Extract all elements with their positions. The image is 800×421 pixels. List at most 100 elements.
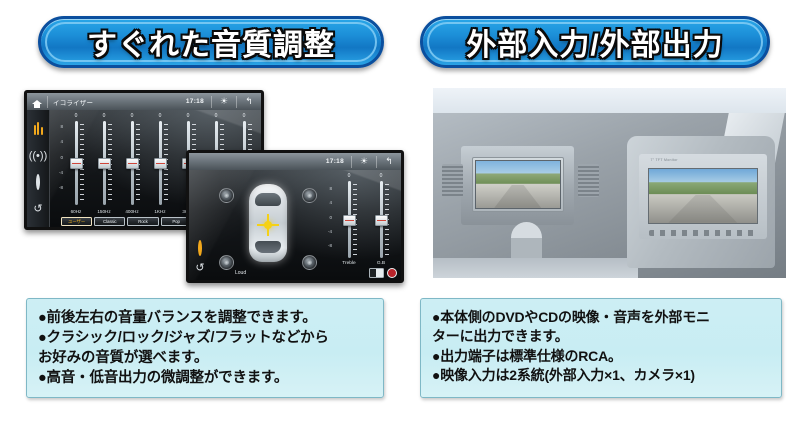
frequency-label: 1KHz [154, 209, 166, 214]
back-icon[interactable]: ↰ [245, 96, 253, 106]
band-thumb[interactable] [69, 157, 83, 169]
power-indicator-icon[interactable] [387, 267, 397, 278]
road-scene [668, 194, 738, 223]
band-value: 0 [242, 113, 246, 119]
band-thumb[interactable] [125, 157, 139, 169]
band-track[interactable] [153, 121, 168, 205]
clock-display: 17:18 [185, 98, 204, 105]
balance-sidebar: ↺ [189, 170, 211, 280]
axis-tick: 8 [329, 186, 332, 191]
equalizer-band[interactable]: 0 [63, 114, 89, 205]
front-seat [433, 258, 638, 278]
tone-thumb[interactable] [374, 214, 388, 226]
tone-slider[interactable]: 0 [367, 174, 395, 258]
speaker-front-left-icon[interactable] [219, 188, 234, 203]
balance-target-icon[interactable] [36, 174, 40, 191]
band-value: 0 [74, 113, 78, 119]
equalizer-topbar: イコライザー 17:18 ☀ ↰ [27, 93, 261, 110]
tone-value: 0 [347, 173, 351, 179]
axis-tick: 0 [329, 214, 332, 220]
headrest-monitor-bezel: 7" TFT Monitor [639, 154, 767, 239]
band-track[interactable] [97, 121, 112, 205]
topbar-divider [351, 155, 352, 168]
air-vent-right [577, 163, 599, 197]
axis-tick: -4 [327, 228, 332, 234]
topbar-divider [211, 95, 212, 108]
equalizer-title: イコライザー [53, 99, 94, 107]
band-thumb[interactable] [153, 157, 167, 169]
in-dash-dvd-unit [471, 157, 564, 212]
equalizer-sidebar: ((•)) ↺ [27, 110, 50, 227]
balance-content: 8 4 0 -4 -8 0 0 [211, 170, 401, 280]
band-value: 0 [158, 113, 162, 119]
band-track[interactable] [125, 121, 140, 205]
headrest-monitor-screen [647, 167, 758, 224]
equalizer-band[interactable]: 0 [147, 114, 173, 205]
loudness-toggle[interactable] [369, 267, 384, 278]
balance-target-icon[interactable] [198, 240, 202, 256]
feature-list-sound: ●前後左右の音量バランスを調整できます。 ●クラシック/ロック/ジャズ/フラット… [38, 310, 329, 386]
topbar-divider [47, 95, 48, 108]
band-value: 0 [130, 113, 134, 119]
band-value: 0 [214, 113, 218, 119]
axis-tick: -8 [58, 185, 63, 190]
headrest-monitor-label: 7" TFT Monitor [650, 157, 678, 162]
brightness-icon[interactable]: ☀ [219, 96, 229, 106]
preset-classic[interactable]: Classic [94, 217, 126, 226]
tone-axis: 8 4 0 -4 -8 [321, 174, 333, 258]
frequency-label: 150Hz [97, 209, 111, 214]
axis-tick: 4 [329, 200, 332, 206]
feature-panel-io: ●本体側のDVDやCDの映像・音声を外部モニ ターに出力できます。 ●出力端子は… [420, 298, 782, 398]
balance-screen: 17:18 ☀ ↰ ↺ [186, 150, 404, 283]
banner-external-io: 外部入力/外部出力 [420, 16, 770, 68]
axis-tick: 8 [60, 124, 63, 129]
sound-wave-icon[interactable]: ((•)) [28, 149, 48, 162]
tone-label-treble: Treble [342, 261, 356, 266]
balance-crosshair-handle[interactable] [257, 214, 279, 236]
clock-display: 17:18 [325, 158, 344, 165]
tone-slider[interactable]: 0 [335, 174, 363, 258]
air-vent-left [441, 163, 463, 197]
equalizer-sliders-icon[interactable] [33, 121, 43, 135]
loudness-label: Loud [235, 269, 247, 276]
headrest-monitor-buttons[interactable] [649, 229, 757, 237]
frequency-label: 60Hz [70, 209, 82, 214]
reset-icon[interactable]: ↺ [33, 203, 43, 216]
band-track[interactable] [69, 121, 84, 205]
road-scene [494, 184, 542, 208]
tone-track[interactable] [374, 181, 389, 258]
in-dash-monitor-screen [474, 160, 561, 209]
speaker-front-right-icon[interactable] [302, 188, 317, 203]
axis-tick: -4 [58, 169, 63, 175]
balance-topbar: 17:18 ☀ ↰ [189, 153, 401, 170]
equalizer-axis: 8 4 0 -4 -8 [52, 124, 63, 190]
speaker-rear-right-icon[interactable] [302, 255, 317, 270]
tone-value: 0 [379, 173, 383, 179]
dashboard: 7" TFT Monitor [433, 112, 786, 278]
equalizer-band[interactable]: 0 [119, 114, 145, 205]
loudness-row: Loud [233, 267, 397, 278]
topbar-divider [236, 95, 237, 108]
banner-sound-quality: すぐれた音質調整 [38, 16, 384, 68]
speaker-rear-left-icon[interactable] [219, 255, 234, 270]
headrest-monitor-unit: 7" TFT Monitor [627, 135, 776, 269]
home-icon[interactable] [27, 93, 47, 110]
axis-tick: 4 [60, 139, 63, 145]
feature-panel-sound: ●前後左右の音量バランスを調整できます。 ●クラシック/ロック/ジャズ/フラット… [26, 298, 384, 398]
tone-track[interactable] [342, 181, 357, 258]
banner-right-label: 外部入力/外部出力 [466, 29, 724, 62]
back-icon[interactable]: ↰ [385, 156, 393, 166]
balance-car-diagram[interactable] [213, 172, 323, 278]
banner-left-label: すぐれた音質調整 [87, 29, 335, 62]
tone-thumb[interactable] [342, 214, 356, 226]
band-thumb[interactable] [97, 157, 111, 169]
preset-user[interactable]: ユーザー [61, 217, 93, 226]
equalizer-band[interactable]: 0 [91, 114, 117, 205]
preset-rock[interactable]: Rock [127, 217, 159, 226]
car-interior-photo: 7" TFT Monitor [433, 88, 786, 278]
frequency-label: 400Hz [125, 209, 139, 214]
reset-icon[interactable]: ↺ [195, 262, 205, 274]
axis-tick: -8 [327, 243, 332, 248]
brightness-icon[interactable]: ☀ [359, 156, 369, 166]
